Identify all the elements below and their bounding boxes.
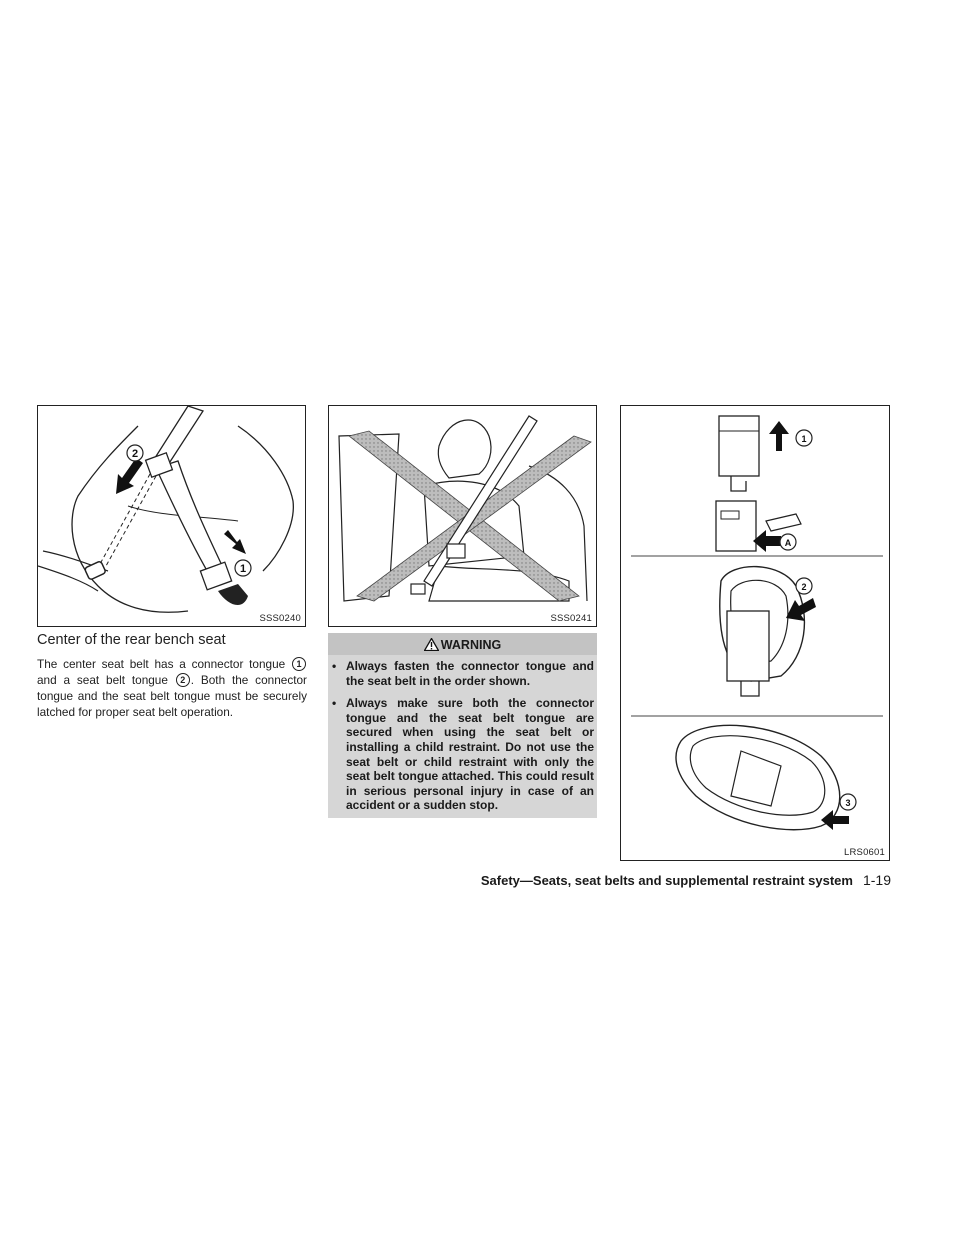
figure-incorrect-usage: SSS0241	[328, 405, 597, 627]
arrow-release-icon	[821, 810, 849, 830]
figure-code: LRS0601	[843, 847, 885, 858]
bullet-icon: •	[332, 696, 337, 711]
warning-triangle-icon	[423, 637, 440, 652]
warning-list: • Always fasten the connector tongue and …	[332, 659, 594, 821]
step-1: 1	[801, 434, 806, 444]
warning-item: • Always make sure both the connector ton…	[332, 696, 594, 813]
section-paragraph: The center seat belt has a connector ton…	[37, 656, 307, 720]
para-text-1: The center seat belt has a connector ton…	[37, 657, 286, 671]
warning-item-text: Always fasten the connector tongue and t…	[346, 659, 594, 688]
para-text-3: . Both the connector tongue and the seat…	[37, 673, 307, 719]
seat-belt-illustration: 2 1	[38, 406, 294, 613]
para-text-2: and a seat belt tongue	[37, 673, 168, 687]
arrow-press-icon	[786, 598, 816, 621]
belt-tongue-number: 2	[175, 673, 190, 687]
buckle-release-illustration: 1 A 2 3	[631, 415, 883, 831]
arrow-left-icon	[753, 530, 781, 552]
bullet-icon: •	[332, 659, 337, 673]
arrow-2-icon	[116, 458, 143, 494]
figure-code: SSS0241	[550, 613, 592, 624]
marker-1: 1	[240, 563, 246, 575]
arrow-1-icon	[224, 530, 246, 554]
arrow-up-icon	[769, 421, 789, 451]
page-footer: Safety—Seats, seat belts and supplementa…	[481, 872, 891, 888]
figure-buckle-release: 1 A 2 3 LRS0601	[620, 405, 890, 861]
figure-code: SSS0240	[259, 613, 301, 624]
warning-item-text: Always make sure both the connector tong…	[346, 696, 594, 813]
figure-center-belt: 2 1 SSS0240	[37, 405, 306, 627]
warning-title: WARNING	[440, 638, 502, 652]
section-caption: Center of the rear bench seat	[37, 632, 226, 648]
warning-header: WARNING	[328, 633, 597, 655]
step-a: A	[785, 538, 792, 548]
warning-box: WARNING • Always fasten the connector ton…	[328, 633, 597, 818]
connector-tongue-number: 1	[292, 657, 306, 671]
step-3: 3	[845, 798, 850, 808]
marker-2: 2	[132, 448, 138, 460]
footer-section-title: Safety—Seats, seat belts and supplementa…	[480, 873, 853, 888]
page-number: 1-19	[862, 872, 891, 888]
step-2: 2	[801, 582, 806, 592]
warning-item: • Always fasten the connector tongue and …	[332, 659, 594, 688]
incorrect-usage-illustration	[338, 415, 592, 602]
